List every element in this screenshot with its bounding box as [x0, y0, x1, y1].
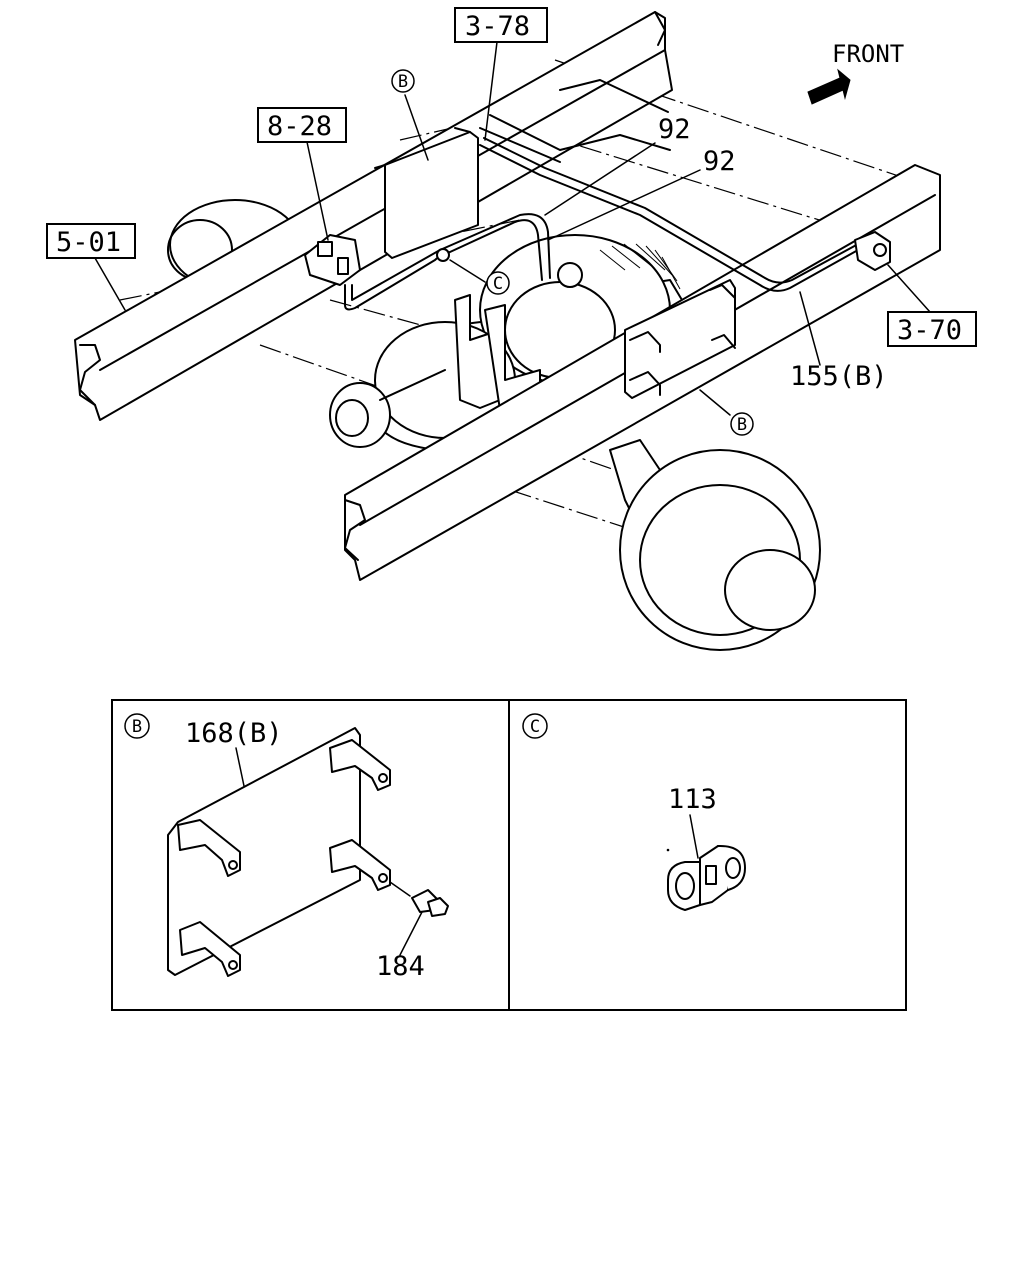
- marker-b-top-text: B: [398, 72, 408, 92]
- brake-pipes: [344, 137, 861, 311]
- clip-113: [667, 844, 746, 911]
- part-184-label[interactable]: 184: [376, 951, 425, 982]
- detail-b-marker-text: B: [132, 717, 142, 737]
- detail-c-marker-text: C: [530, 717, 540, 737]
- gear-teeth: [599, 243, 681, 290]
- connector-3-70: [854, 231, 891, 271]
- left-frame-rail: [74, 11, 673, 421]
- valve-assembly: [304, 234, 361, 286]
- bracket-plate-upper: [374, 127, 479, 259]
- front-indicator: FRONT: [807, 40, 904, 105]
- right-wheel: [609, 439, 821, 651]
- crossmember: [479, 79, 671, 163]
- ref-3-78-text: 3-78: [465, 11, 530, 42]
- part-168b-label[interactable]: 168(B): [185, 718, 283, 749]
- front-label: FRONT: [832, 40, 904, 68]
- dot-mark: [666, 848, 670, 852]
- part-92-lower-label[interactable]: 92: [703, 146, 736, 177]
- marker-b-top[interactable]: B: [391, 69, 415, 93]
- ref-3-70-text: 3-70: [897, 315, 962, 346]
- bracket-plate-lower: [624, 279, 736, 399]
- marker-b-right[interactable]: B: [730, 412, 754, 436]
- callout-8-28[interactable]: 8-28: [257, 107, 347, 143]
- part-155b-label[interactable]: 155(B): [790, 361, 888, 392]
- callout-3-70[interactable]: 3-70: [887, 311, 977, 347]
- callout-5-01[interactable]: 5-01: [46, 223, 136, 259]
- part-113-label[interactable]: 113: [668, 784, 717, 815]
- detail-c-marker: C: [522, 713, 548, 739]
- detail-c: C 113: [522, 713, 746, 911]
- bracket-plate-168b: [167, 727, 391, 977]
- detail-b-marker: B: [124, 713, 150, 739]
- marker-c-main[interactable]: C: [486, 271, 510, 295]
- bolt-184: [411, 889, 449, 917]
- part-92-upper-label[interactable]: 92: [658, 114, 691, 145]
- leader-lines: [94, 41, 931, 416]
- detail-b: B 168(B) 184: [124, 713, 449, 982]
- callout-3-78[interactable]: 3-78: [454, 7, 548, 43]
- ref-5-01-text: 5-01: [56, 227, 121, 258]
- detail-panels: [111, 699, 907, 1011]
- marker-b-right-text: B: [737, 415, 747, 435]
- marker-c-main-text: C: [493, 274, 503, 294]
- front-arrow-icon: [807, 68, 851, 105]
- ref-8-28-text: 8-28: [267, 111, 332, 142]
